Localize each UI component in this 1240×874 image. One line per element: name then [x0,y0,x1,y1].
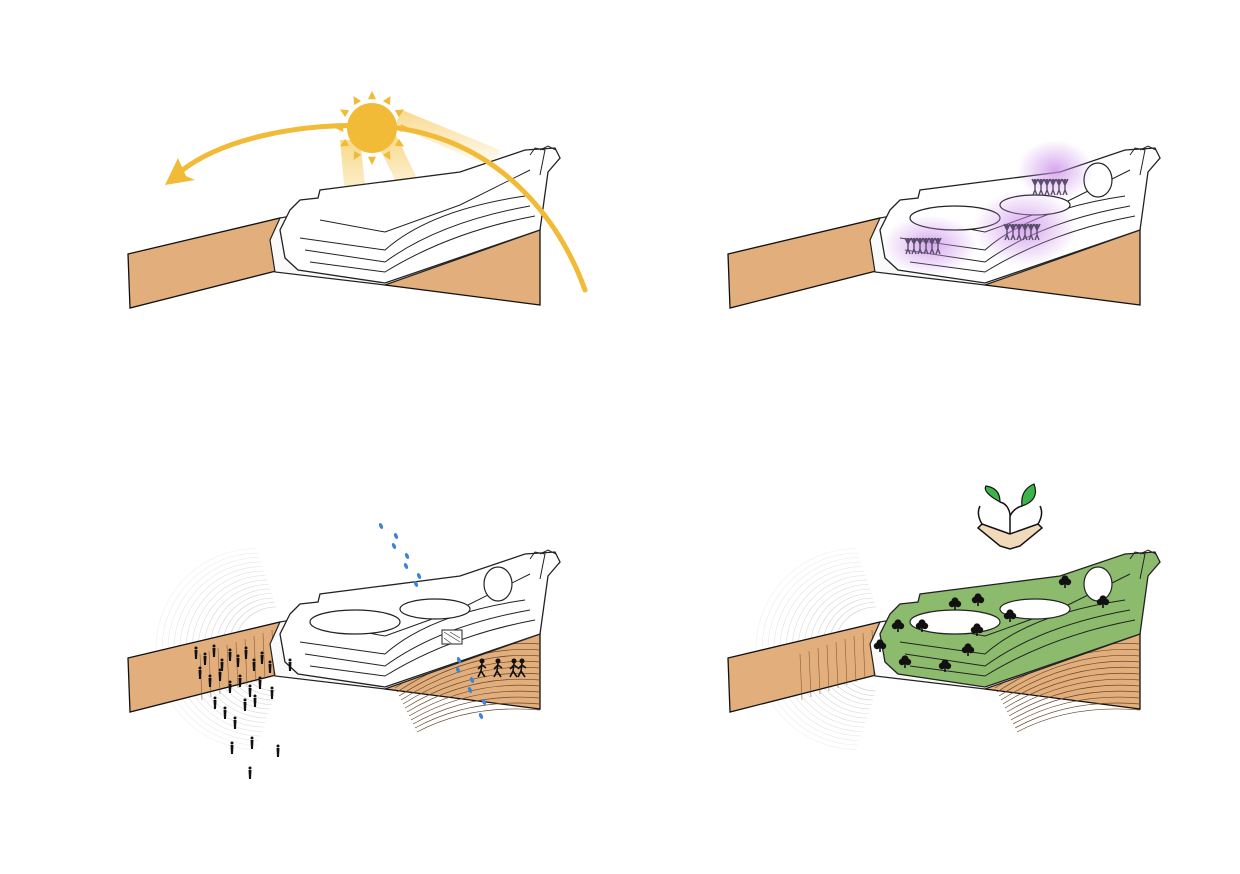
footprint [403,562,409,569]
sun-ray-spike [354,96,362,105]
sprout-in-hands-icon [978,484,1042,549]
sun-ray-spike [368,91,376,99]
panel-sunlight [0,0,620,437]
walker [251,737,254,750]
walker [195,647,198,660]
footprint [416,572,422,579]
walker [277,745,280,758]
panel-greenery [600,404,1220,841]
sun-ray-spike [383,96,391,105]
walker [234,717,237,730]
walker [237,655,240,668]
walker [224,707,227,720]
walker [261,652,264,665]
walker [231,742,234,755]
walker [204,653,207,666]
walker [199,667,202,680]
walker [239,675,242,688]
walker [253,659,256,672]
goal-icon [442,630,462,644]
circulation-diagram [0,404,620,841]
walker [249,685,252,698]
walker [214,697,217,710]
footprint [478,712,484,719]
walker [254,695,257,708]
footprint [404,552,410,559]
sun-ray-spike [368,157,376,165]
walker [271,687,274,700]
terrain-block [128,550,560,732]
walker [244,699,247,712]
walker [245,647,248,660]
walker [213,645,216,658]
walker [269,661,272,674]
sunlight-diagram [0,0,620,437]
walker [249,767,252,780]
events-diagram [600,0,1220,437]
footprint [378,522,384,529]
panel-events [600,0,1220,437]
panel-circulation [0,404,620,841]
footprint [393,532,399,539]
greenery-diagram [600,404,1220,841]
walker [229,649,232,662]
terrain-block [728,550,1160,732]
sun-ray-spike [340,110,349,118]
walker [289,659,292,672]
walker [219,669,222,682]
walker [209,675,212,688]
walker [229,681,232,694]
footprint [391,542,397,549]
walker [259,677,262,690]
